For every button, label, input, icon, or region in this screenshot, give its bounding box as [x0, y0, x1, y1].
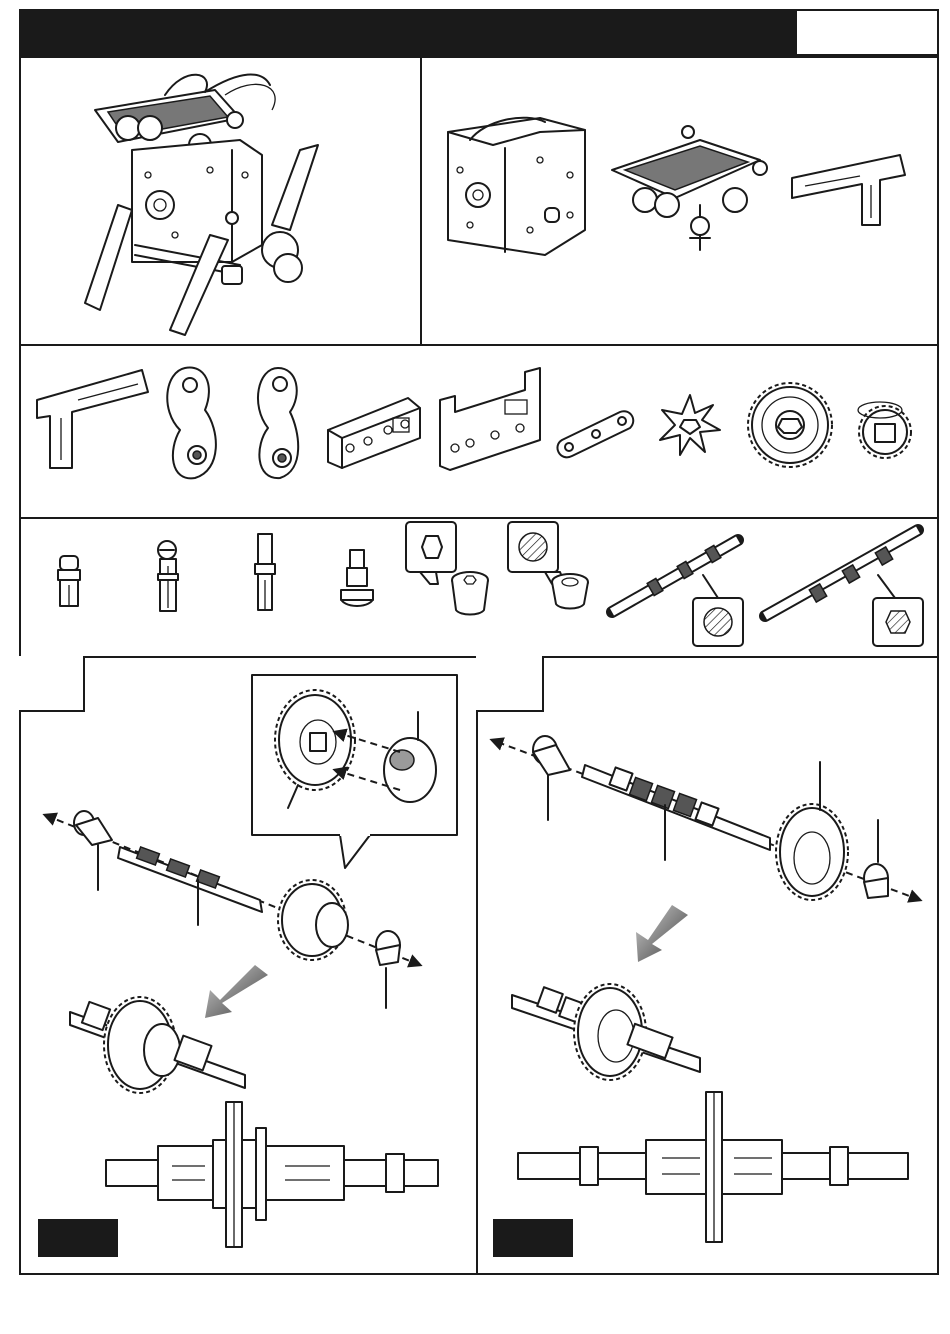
l-bracket-part-icon [37, 370, 148, 468]
step-2-assembled-axle [512, 984, 700, 1080]
figure-eight-link-right-icon [258, 368, 298, 478]
round-bushing-icon [508, 522, 588, 609]
short-pin-icon [58, 556, 80, 606]
motor-gearbox-housing-icon [448, 118, 585, 255]
frame-bracket-icon [440, 368, 540, 470]
solar-panel-assembly-icon [612, 126, 767, 250]
crown-gear-icon [748, 383, 832, 467]
axle-pin-icon [255, 534, 275, 610]
step-1-diagram [45, 675, 457, 1247]
pinion-gear-icon [858, 402, 911, 458]
hex-axle-icon [765, 530, 923, 646]
stub-pin-icon [341, 550, 373, 606]
spoked-wheel-icon [660, 395, 720, 455]
step-2-diagram [492, 736, 920, 1242]
step-1-side-view [106, 1102, 438, 1247]
step-2-side-view [518, 1092, 908, 1242]
figure-eight-link-left-icon [167, 368, 216, 479]
long-pin-icon [158, 541, 178, 611]
connector-plate-icon [328, 398, 420, 468]
solar-robot-model-icon [85, 75, 318, 335]
hex-bushing-icon [406, 522, 488, 615]
l-bracket-icon [792, 155, 905, 225]
short-link-icon [557, 411, 633, 457]
round-axle-icon [612, 540, 743, 646]
